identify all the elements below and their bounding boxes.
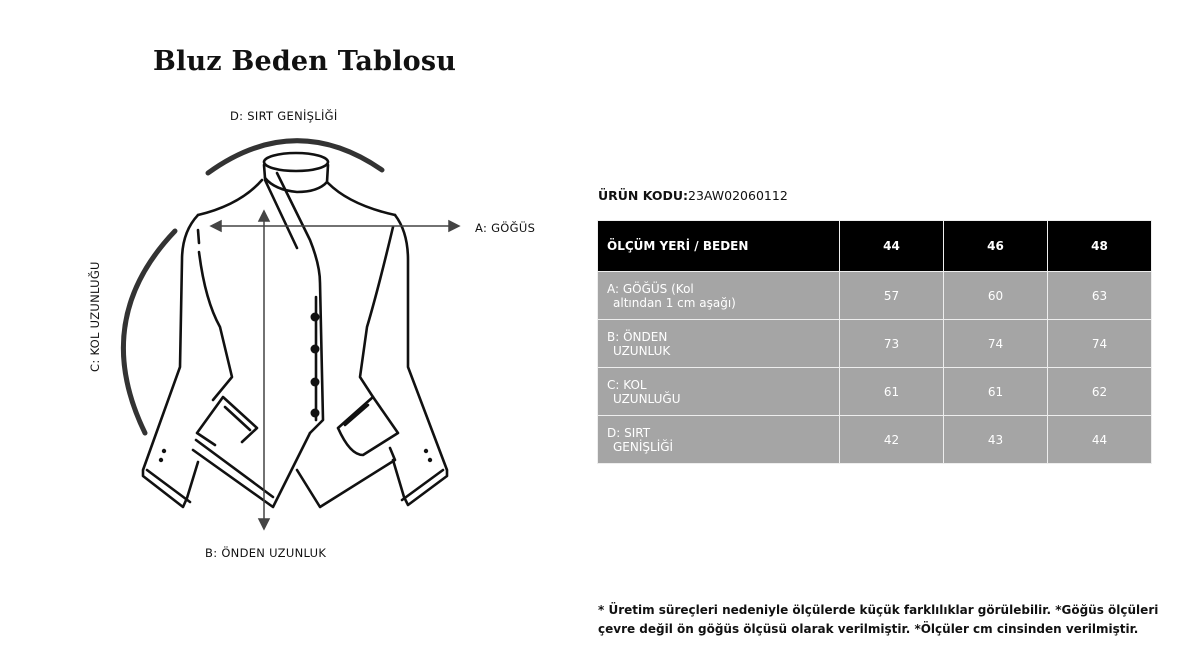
sleeve-length-arc	[120, 228, 178, 436]
header-label: ÖLÇÜM YERİ / BEDEN	[597, 220, 840, 272]
row-label-line1: B: ÖNDEN	[607, 329, 668, 344]
table-cell: 61	[839, 367, 944, 416]
table-cell: 61	[943, 367, 1048, 416]
blouse-diagram	[120, 138, 461, 531]
table-cell: 42	[839, 415, 944, 464]
table-cell: 57	[839, 271, 944, 320]
buttons	[158, 312, 433, 463]
label-back-width: D: SIRT GENİŞLİĞİ	[230, 109, 338, 123]
product-code-value: 23AW02060112	[688, 188, 788, 203]
row-label-line2: GENİŞLİĞİ	[613, 439, 674, 454]
measurement-arrows	[209, 209, 461, 531]
table-header-row: ÖLÇÜM YERİ / BEDEN 44 46 48	[597, 220, 1152, 272]
product-code-label: ÜRÜN KODU:	[598, 188, 689, 203]
footnote-line: çevre değil ön göğüs ölçüsü olarak veril…	[598, 622, 1139, 636]
footnote-line: * Üretim süreçleri nedeniyle ölçülerde k…	[598, 603, 1159, 617]
table-cell: 62	[1047, 367, 1152, 416]
footnote: * Üretim süreçleri nedeniyle ölçülerde k…	[598, 601, 1158, 639]
table-cell: 60	[943, 271, 1048, 320]
row-label-line1: A: GÖĞÜS (Kol	[607, 281, 694, 296]
label-front-length: B: ÖNDEN UZUNLUK	[205, 546, 327, 560]
size-table: ÖLÇÜM YERİ / BEDEN 44 46 48 A: GÖĞÜS (Ko…	[597, 220, 1152, 464]
page-title: Bluz Beden Tablosu	[153, 46, 457, 77]
header-size: 48	[1047, 220, 1152, 272]
label-sleeve-length: C: KOL UZUNLUĞU	[88, 261, 102, 372]
table-cell: 74	[1047, 319, 1152, 368]
table-cell: 44	[1047, 415, 1152, 464]
back-width-arc	[205, 138, 385, 176]
label-chest: A: GÖĞÜS	[475, 221, 536, 235]
row-label-line2: UZUNLUĞU	[613, 391, 681, 406]
header-size: 44	[839, 220, 944, 272]
header-size: 46	[943, 220, 1048, 272]
row-label-line2: altından 1 cm aşağı)	[613, 295, 736, 310]
row-label-line1: D: SIRT	[607, 425, 651, 440]
row-label-line2: UZUNLUK	[613, 343, 671, 358]
row-label-line1: C: KOL	[607, 377, 647, 392]
jacket-outline	[141, 151, 449, 509]
table-cell: 74	[943, 319, 1048, 368]
table-cell: 63	[1047, 271, 1152, 320]
table-cell: 43	[943, 415, 1048, 464]
table-cell: 73	[839, 319, 944, 368]
product-code: ÜRÜN KODU:23AW02060112	[598, 188, 788, 203]
